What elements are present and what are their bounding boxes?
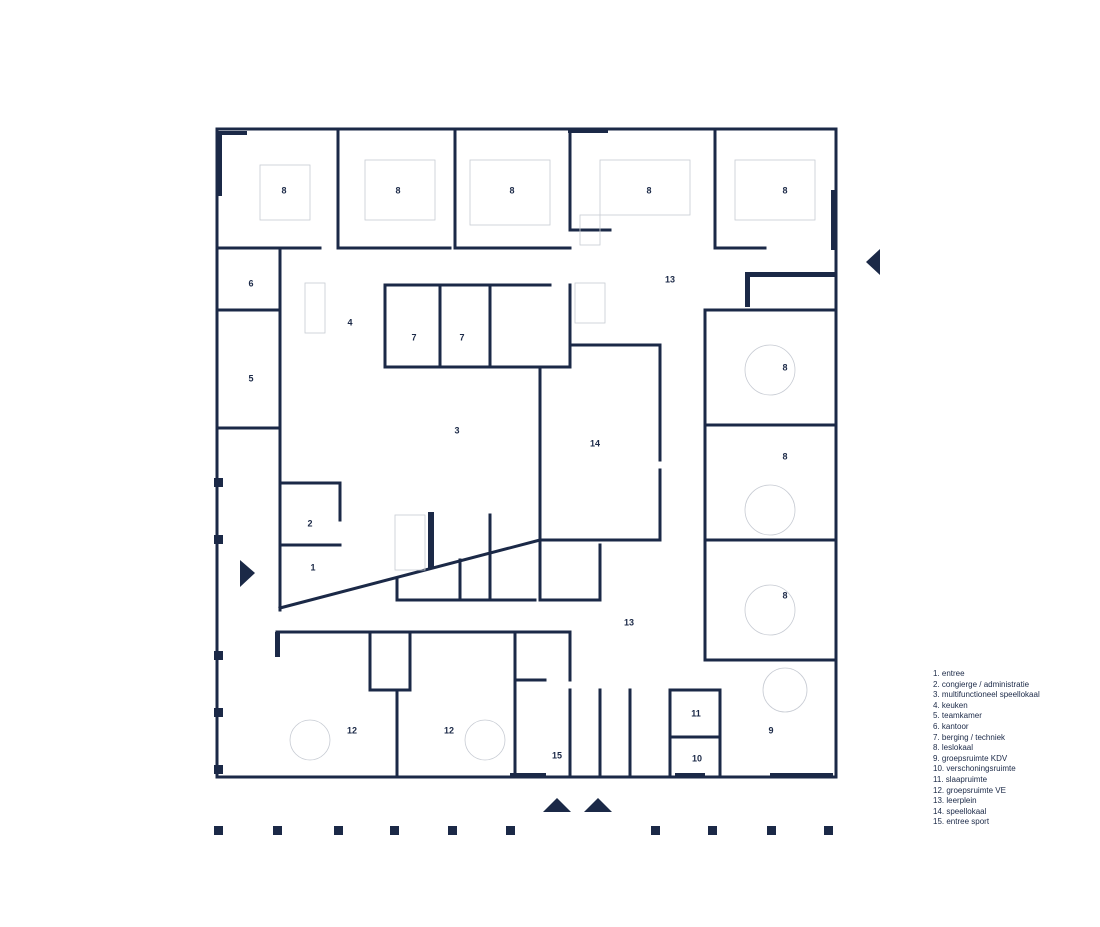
legend-item: 7. berging / techniek: [933, 732, 1006, 742]
legend-item: 3. multifunctioneel speellokaal: [933, 690, 1040, 700]
room-label: 13: [624, 617, 634, 627]
room-label: 11: [691, 708, 701, 718]
room-label: 14: [590, 438, 600, 448]
columns: [214, 478, 833, 835]
legend-item: 14. speellokaal: [933, 806, 987, 816]
entrance-arrow-icon: [240, 560, 255, 587]
room-label: 8: [782, 590, 787, 600]
entrance-arrow-icon: [584, 798, 612, 812]
room-label: 8: [281, 185, 286, 195]
room-label: 7: [459, 332, 464, 342]
room-label: 3: [454, 425, 459, 435]
legend-item: 1. entree: [933, 669, 965, 678]
legend-item: 11. slaapruimte: [933, 774, 988, 784]
room-label: 7: [411, 332, 416, 342]
room-label: 6: [248, 278, 253, 288]
entrance-arrow-icon: [543, 798, 571, 812]
room-label: 5: [248, 373, 253, 383]
room-label: 8: [509, 185, 514, 195]
legend-item: 10. verschoningsruimte: [933, 764, 1016, 774]
legend-item: 15. entree sport: [933, 817, 990, 827]
room-label: 8: [782, 362, 787, 372]
legend: 1. entree 2. congierge / administratie 3…: [933, 669, 1040, 828]
room-label: 15: [552, 750, 562, 760]
room-label: 2: [307, 518, 312, 528]
legend-item: 6. kantoor: [933, 721, 969, 731]
room-label: 12: [347, 725, 357, 735]
legend-item: 12. groepsruimte VE: [933, 785, 1006, 795]
legend-item: 5. teamkamer: [933, 711, 982, 721]
room-label: 8: [395, 185, 400, 195]
wall-accents: [217, 128, 836, 778]
room-labels: 8 8 8 8 8 13 6 4 7 7 5 8 3 14 8 2 1 8 13…: [248, 185, 787, 763]
legend-item: 13. leerplein: [933, 796, 977, 806]
legend-item: 8. leslokaal: [933, 743, 974, 753]
legend-item: 9. groepsruimte KDV: [933, 753, 1008, 763]
room-label: 4: [347, 317, 352, 327]
room-label: 8: [782, 451, 787, 461]
room-label: 9: [768, 725, 773, 735]
room-label: 12: [444, 725, 454, 735]
interior-walls: [215, 128, 837, 779]
legend-item: 4. keuken: [933, 700, 968, 710]
room-label: 1: [310, 562, 315, 572]
room-label: 8: [646, 185, 651, 195]
entrance-arrow-icon: [866, 249, 880, 275]
room-label: 8: [782, 185, 787, 195]
room-label: 10: [692, 753, 702, 763]
furniture: [259, 159, 816, 761]
room-label: 13: [665, 274, 675, 284]
legend-item: 2. congierge / administratie: [933, 679, 1030, 689]
